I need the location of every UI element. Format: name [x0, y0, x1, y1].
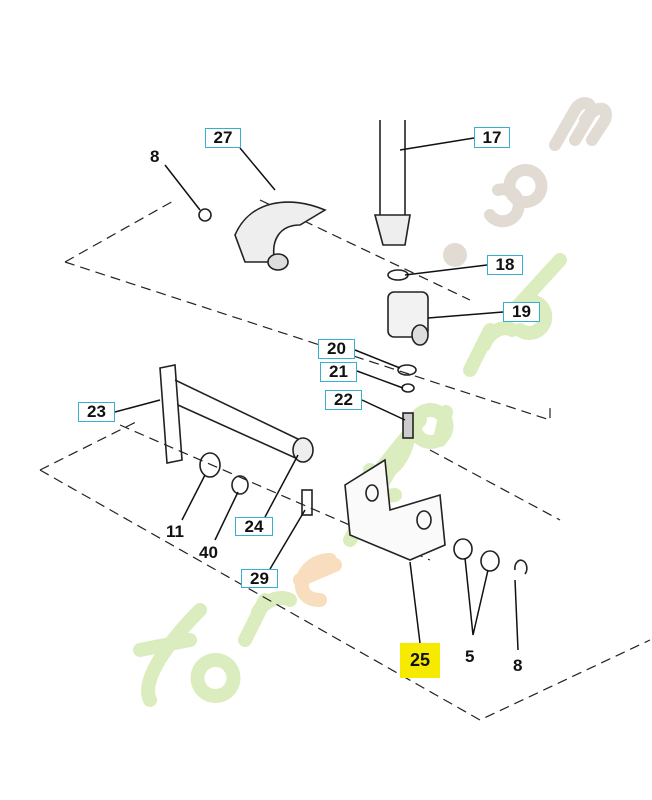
callout-19[interactable]: 19 — [503, 302, 540, 322]
callout-8-bottom[interactable]: 8 — [513, 656, 523, 675]
callout-22[interactable]: 22 — [325, 390, 362, 410]
callout-5[interactable]: 5 — [465, 647, 475, 666]
callout-29[interactable]: 29 — [241, 569, 278, 588]
callout-23[interactable]: 23 — [78, 402, 115, 422]
watermark — [133, 97, 612, 707]
callout-25-highlighted[interactable]: 25 — [400, 643, 440, 678]
callout-17[interactable]: 17 — [474, 127, 510, 148]
callout-21[interactable]: 21 — [320, 362, 357, 382]
callout-20[interactable]: 20 — [318, 339, 355, 359]
callout-27[interactable]: 27 — [205, 128, 241, 148]
callout-24[interactable]: 24 — [235, 517, 273, 536]
callout-18[interactable]: 18 — [487, 255, 523, 275]
callout-40[interactable]: 40 — [199, 543, 218, 562]
callout-11[interactable]: 11 — [166, 522, 184, 541]
callout-8-top[interactable]: 8 — [150, 147, 160, 166]
